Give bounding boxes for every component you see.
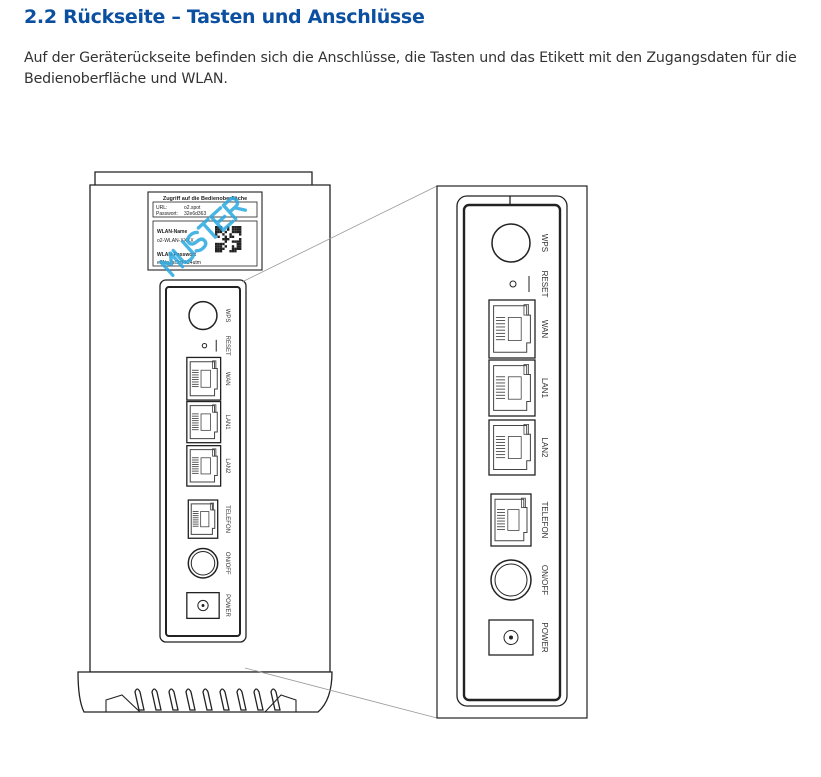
port-label-wps: WPS bbox=[540, 234, 549, 252]
label-wlan-name-value: o2-WLAN-XXXX bbox=[157, 238, 194, 244]
watermark-muster bbox=[158, 196, 248, 278]
port-label-lan1: LAN1 bbox=[540, 378, 549, 399]
vent-slot bbox=[219, 688, 230, 711]
telefon-port[interactable] bbox=[187, 499, 219, 539]
vent-slot bbox=[270, 688, 281, 711]
label-title: Zugriff auf die Bedienoberfläche bbox=[163, 196, 247, 202]
lan2-port[interactable] bbox=[186, 444, 222, 487]
wan-port[interactable] bbox=[488, 299, 536, 359]
wps-button[interactable] bbox=[188, 300, 218, 331]
wan-port[interactable] bbox=[186, 356, 222, 401]
vent-slot bbox=[185, 688, 196, 711]
vent-slot bbox=[202, 688, 213, 711]
power-port[interactable] bbox=[488, 619, 534, 656]
vent-slot bbox=[236, 688, 247, 711]
port-label-power: POWER bbox=[540, 622, 549, 652]
power-port[interactable] bbox=[186, 591, 220, 620]
port-label-onoff: ON/OFF bbox=[540, 565, 549, 595]
wps-button[interactable] bbox=[491, 223, 531, 263]
detail-frame bbox=[436, 185, 588, 719]
vent-slot bbox=[253, 688, 264, 711]
onoff-button[interactable] bbox=[187, 547, 219, 579]
port-label-telefon: TELEFON bbox=[224, 505, 230, 533]
lan2-port[interactable] bbox=[488, 419, 536, 476]
port-label-lan1: LAN1 bbox=[224, 415, 230, 431]
left-port-panel-outer bbox=[159, 279, 247, 643]
port-label-onoff: ON/OFF bbox=[224, 552, 230, 575]
section-heading: 2.2 Rückseite – Tasten und Anschlüsse bbox=[24, 6, 425, 28]
reset-button[interactable] bbox=[201, 342, 208, 349]
right-port-panel-outer bbox=[456, 195, 568, 707]
label-url-value: o2.spot bbox=[184, 205, 201, 211]
lan1-port[interactable] bbox=[488, 359, 536, 417]
onoff-button[interactable] bbox=[490, 559, 532, 601]
zoom-line-top bbox=[241, 185, 438, 283]
port-label-telefon: TELEFON bbox=[540, 502, 549, 539]
lan1-port[interactable] bbox=[186, 400, 222, 444]
router-body bbox=[89, 184, 331, 673]
zoom-line-bottom bbox=[244, 667, 438, 719]
access-label bbox=[147, 191, 263, 271]
label-password-key: Passwort: bbox=[156, 211, 178, 217]
port-label-wps: WPS bbox=[224, 309, 230, 323]
port-label-reset: RESET bbox=[540, 271, 549, 298]
right-port-panel bbox=[462, 203, 562, 702]
intro-paragraph: Auf der Geräterückseite befinden sich di… bbox=[24, 50, 797, 87]
qr-code bbox=[215, 226, 242, 253]
label-url-key: URL: bbox=[156, 205, 167, 211]
reset-button[interactable] bbox=[509, 280, 517, 288]
port-label-wan: WAN bbox=[224, 372, 230, 386]
vent-slot bbox=[151, 688, 162, 711]
port-label-lan2: LAN2 bbox=[224, 458, 230, 474]
port-label-reset: RESET bbox=[224, 336, 230, 356]
label-password-value: 32e6d363 bbox=[184, 211, 206, 217]
vent-slot bbox=[168, 688, 179, 711]
label-wlan-name-key: WLAN-Name bbox=[157, 229, 187, 235]
router-top-cap bbox=[94, 171, 313, 185]
port-label-lan2: LAN2 bbox=[540, 437, 549, 458]
vent-slot bbox=[134, 688, 145, 711]
router-base bbox=[77, 671, 333, 713]
port-label-wan: WAN bbox=[540, 320, 549, 339]
telefon-port[interactable] bbox=[490, 493, 532, 547]
port-label-power: POWER bbox=[224, 594, 230, 617]
left-port-panel bbox=[165, 286, 241, 637]
